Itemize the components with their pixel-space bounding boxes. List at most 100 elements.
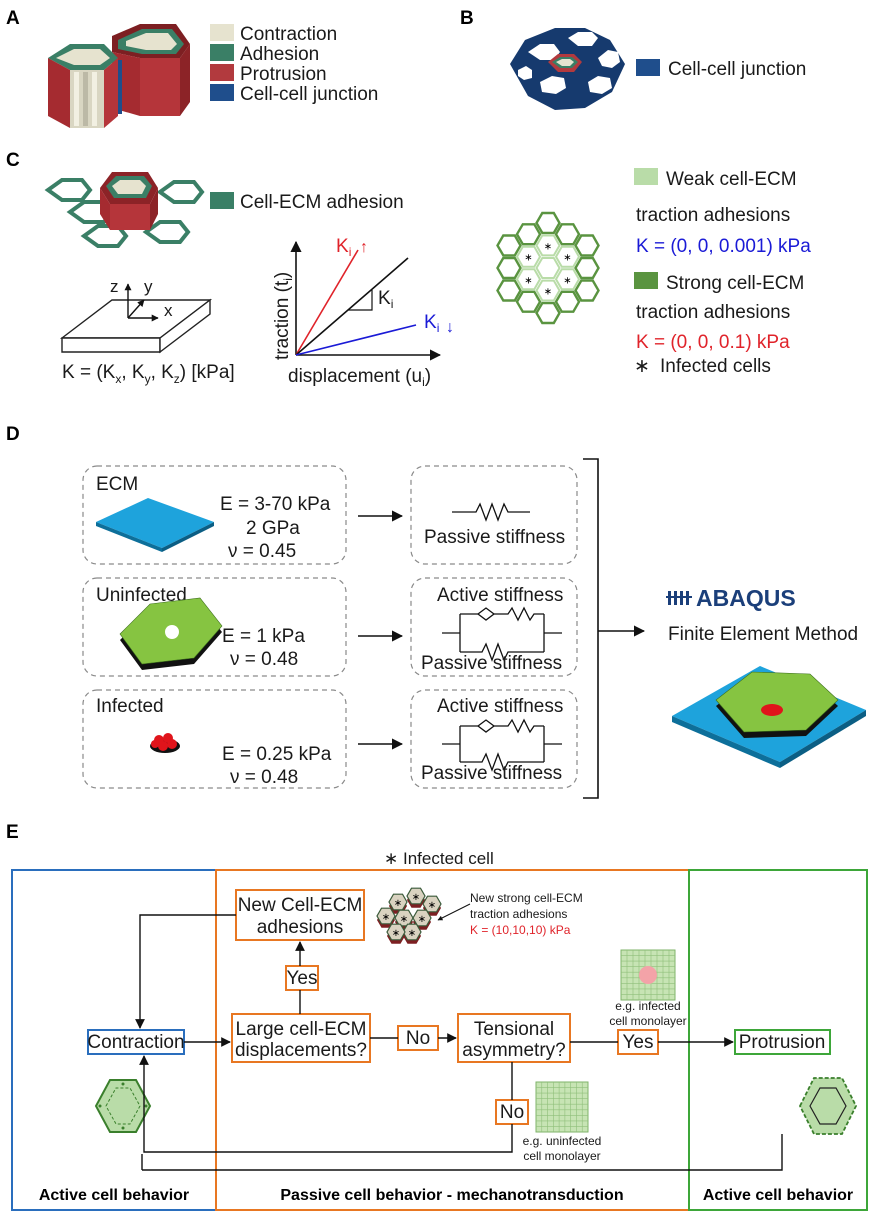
uninfected-e: E = 1 kPa xyxy=(222,626,305,647)
legend-swatch-junction xyxy=(636,59,660,76)
star-icon: ∗ xyxy=(634,356,650,377)
infected-marker: ∗ xyxy=(544,241,552,252)
monolayer-cell-10 xyxy=(535,279,561,302)
adhesion-monolayer-diagram: ∗∗∗∗∗∗ xyxy=(496,211,600,325)
thumb-background xyxy=(535,1081,589,1133)
passive-label-1: Passive stiffness xyxy=(424,527,565,548)
large-l1: Large cell-ECM xyxy=(236,1019,367,1040)
panel-b-junction-network xyxy=(510,28,625,110)
eg-uninfected-l2: cell monolayer xyxy=(523,1149,600,1163)
legend-cell-ecm-adhesion: Cell-ECM adhesion xyxy=(240,192,404,213)
tension-l2: asymmetry? xyxy=(462,1040,565,1061)
protrusion-label: Protrusion xyxy=(739,1032,826,1053)
infected-marker: ∗ xyxy=(524,253,532,264)
legend-cell-cell-junction-b: Cell-cell junction xyxy=(668,59,806,80)
legend-swatch-cell-ecm xyxy=(210,192,234,209)
infected-cells-label: Infected cells xyxy=(660,356,771,377)
strong-note-value: K = (10,10,10) kPa xyxy=(470,923,571,937)
infected-box xyxy=(82,689,347,789)
passive-box-1 xyxy=(410,465,578,565)
active-label-2: Active stiffness xyxy=(437,696,563,717)
uninfected-box xyxy=(82,577,347,677)
panel-label-a: A xyxy=(6,8,20,29)
infected-adhesion-cluster: ∗∗∗∗∗∗∗∗ xyxy=(376,887,442,944)
line-k-decrease xyxy=(295,324,417,356)
spring-dashpot-symbol-1 xyxy=(442,606,562,662)
cluster-infected-marker: ∗ xyxy=(392,928,400,939)
axis-y: y xyxy=(144,277,153,296)
cluster-cell-5 xyxy=(412,909,432,927)
active-right-label: Active cell behavior xyxy=(703,1187,853,1204)
new-adhesions-l2: adhesions xyxy=(257,917,344,938)
panel-a-cell-model xyxy=(48,24,190,128)
active-left-label: Active cell behavior xyxy=(39,1187,189,1204)
weak-label-1: Weak cell-ECM xyxy=(666,169,797,190)
ecm-title: ECM xyxy=(96,474,138,495)
infected-marker: ∗ xyxy=(563,253,571,264)
contraction-cell-icon xyxy=(94,1079,152,1133)
spring-symbol-1 xyxy=(452,502,530,522)
strong-note-pointer xyxy=(437,903,471,921)
monolayer-cell-15 xyxy=(554,290,581,313)
monolayer-cell-13 xyxy=(554,245,581,268)
strong-label-2: traction adhesions xyxy=(636,302,790,323)
cluster-cell-2 xyxy=(422,895,442,913)
tension-l1: Tensional xyxy=(474,1019,554,1040)
monolayer-cell-5 xyxy=(515,268,542,291)
monolayer-cell-16 xyxy=(574,234,600,257)
legend-adhesion: Adhesion xyxy=(240,44,319,65)
strong-value: K = (0, 0, 0.1) kPa xyxy=(636,332,790,353)
cluster-infected-marker: ∗ xyxy=(428,900,436,911)
eg-infected-l1: e.g. infected xyxy=(615,999,680,1013)
active-label-1: Active stiffness xyxy=(437,585,563,606)
strong-label-1: Strong cell-ECM xyxy=(666,273,804,294)
label-k-mid: Ki xyxy=(378,288,393,311)
line-k-increase xyxy=(295,249,359,356)
new-adhesions-box xyxy=(235,889,365,941)
cluster-cell-7 xyxy=(386,923,406,941)
ecm-e1: E = 3-70 kPa xyxy=(220,494,331,515)
ecm-box xyxy=(82,465,347,565)
label-k-up: Ki xyxy=(336,236,351,259)
monolayer-cell-1 xyxy=(496,256,522,280)
traction-displacement-graph xyxy=(290,240,442,361)
monolayer-cell-7 xyxy=(535,211,561,235)
large-displacement-box xyxy=(231,1013,371,1063)
contraction-label: Contraction xyxy=(87,1032,184,1053)
abaqus-model xyxy=(672,666,866,768)
uninfected-monolayer-thumb xyxy=(535,1081,589,1133)
cluster-infected-marker: ∗ xyxy=(400,914,408,925)
monolayer-cell-18 xyxy=(574,279,600,302)
yes-box-1 xyxy=(285,965,319,991)
infected-area xyxy=(639,966,657,984)
monolayer-cell-6 xyxy=(515,290,542,313)
d-bracket xyxy=(583,458,599,799)
graph-xlabel: displacement (ui) xyxy=(288,366,431,389)
monolayer-cell-17 xyxy=(574,256,600,280)
axis-z: z xyxy=(110,277,119,296)
cluster-infected-marker: ∗ xyxy=(418,914,426,925)
monolayer-cell-8 xyxy=(535,234,561,257)
ecm-e2: 2 GPa xyxy=(246,518,300,539)
line-k-reference xyxy=(295,257,409,356)
weak-value: K = (0, 0, 0.001) kPa xyxy=(636,236,811,257)
infected-star-icon: ∗ xyxy=(384,849,398,868)
infected-e: E = 0.25 kPa xyxy=(222,744,332,765)
passive-mid-label: Passive cell behavior - mechanotransduct… xyxy=(280,1187,623,1204)
panel-label-e: E xyxy=(6,822,19,843)
monolayer-cell-4 xyxy=(515,245,542,268)
large-l2: displacements? xyxy=(235,1040,367,1061)
k-formula: K = (Kx, Ky, Kz) [kPa] xyxy=(62,362,235,386)
infected-cluster xyxy=(150,733,180,753)
panel-c-legend: Weak cell-ECM traction adhesions K = (0,… xyxy=(634,168,811,377)
abaqus-title: ABAQUS xyxy=(696,585,796,611)
abaqus-subtitle: Finite Element Method xyxy=(668,624,858,645)
monolayer-cell-3 xyxy=(515,223,542,246)
cluster-infected-marker: ∗ xyxy=(382,912,390,923)
monolayer-cell-9 xyxy=(535,257,561,279)
panel-label-b: B xyxy=(460,8,474,29)
new-adhesions-l1: New Cell-ECM xyxy=(238,895,363,916)
d-arrows xyxy=(358,510,404,750)
cluster-cell-1 xyxy=(406,887,426,905)
